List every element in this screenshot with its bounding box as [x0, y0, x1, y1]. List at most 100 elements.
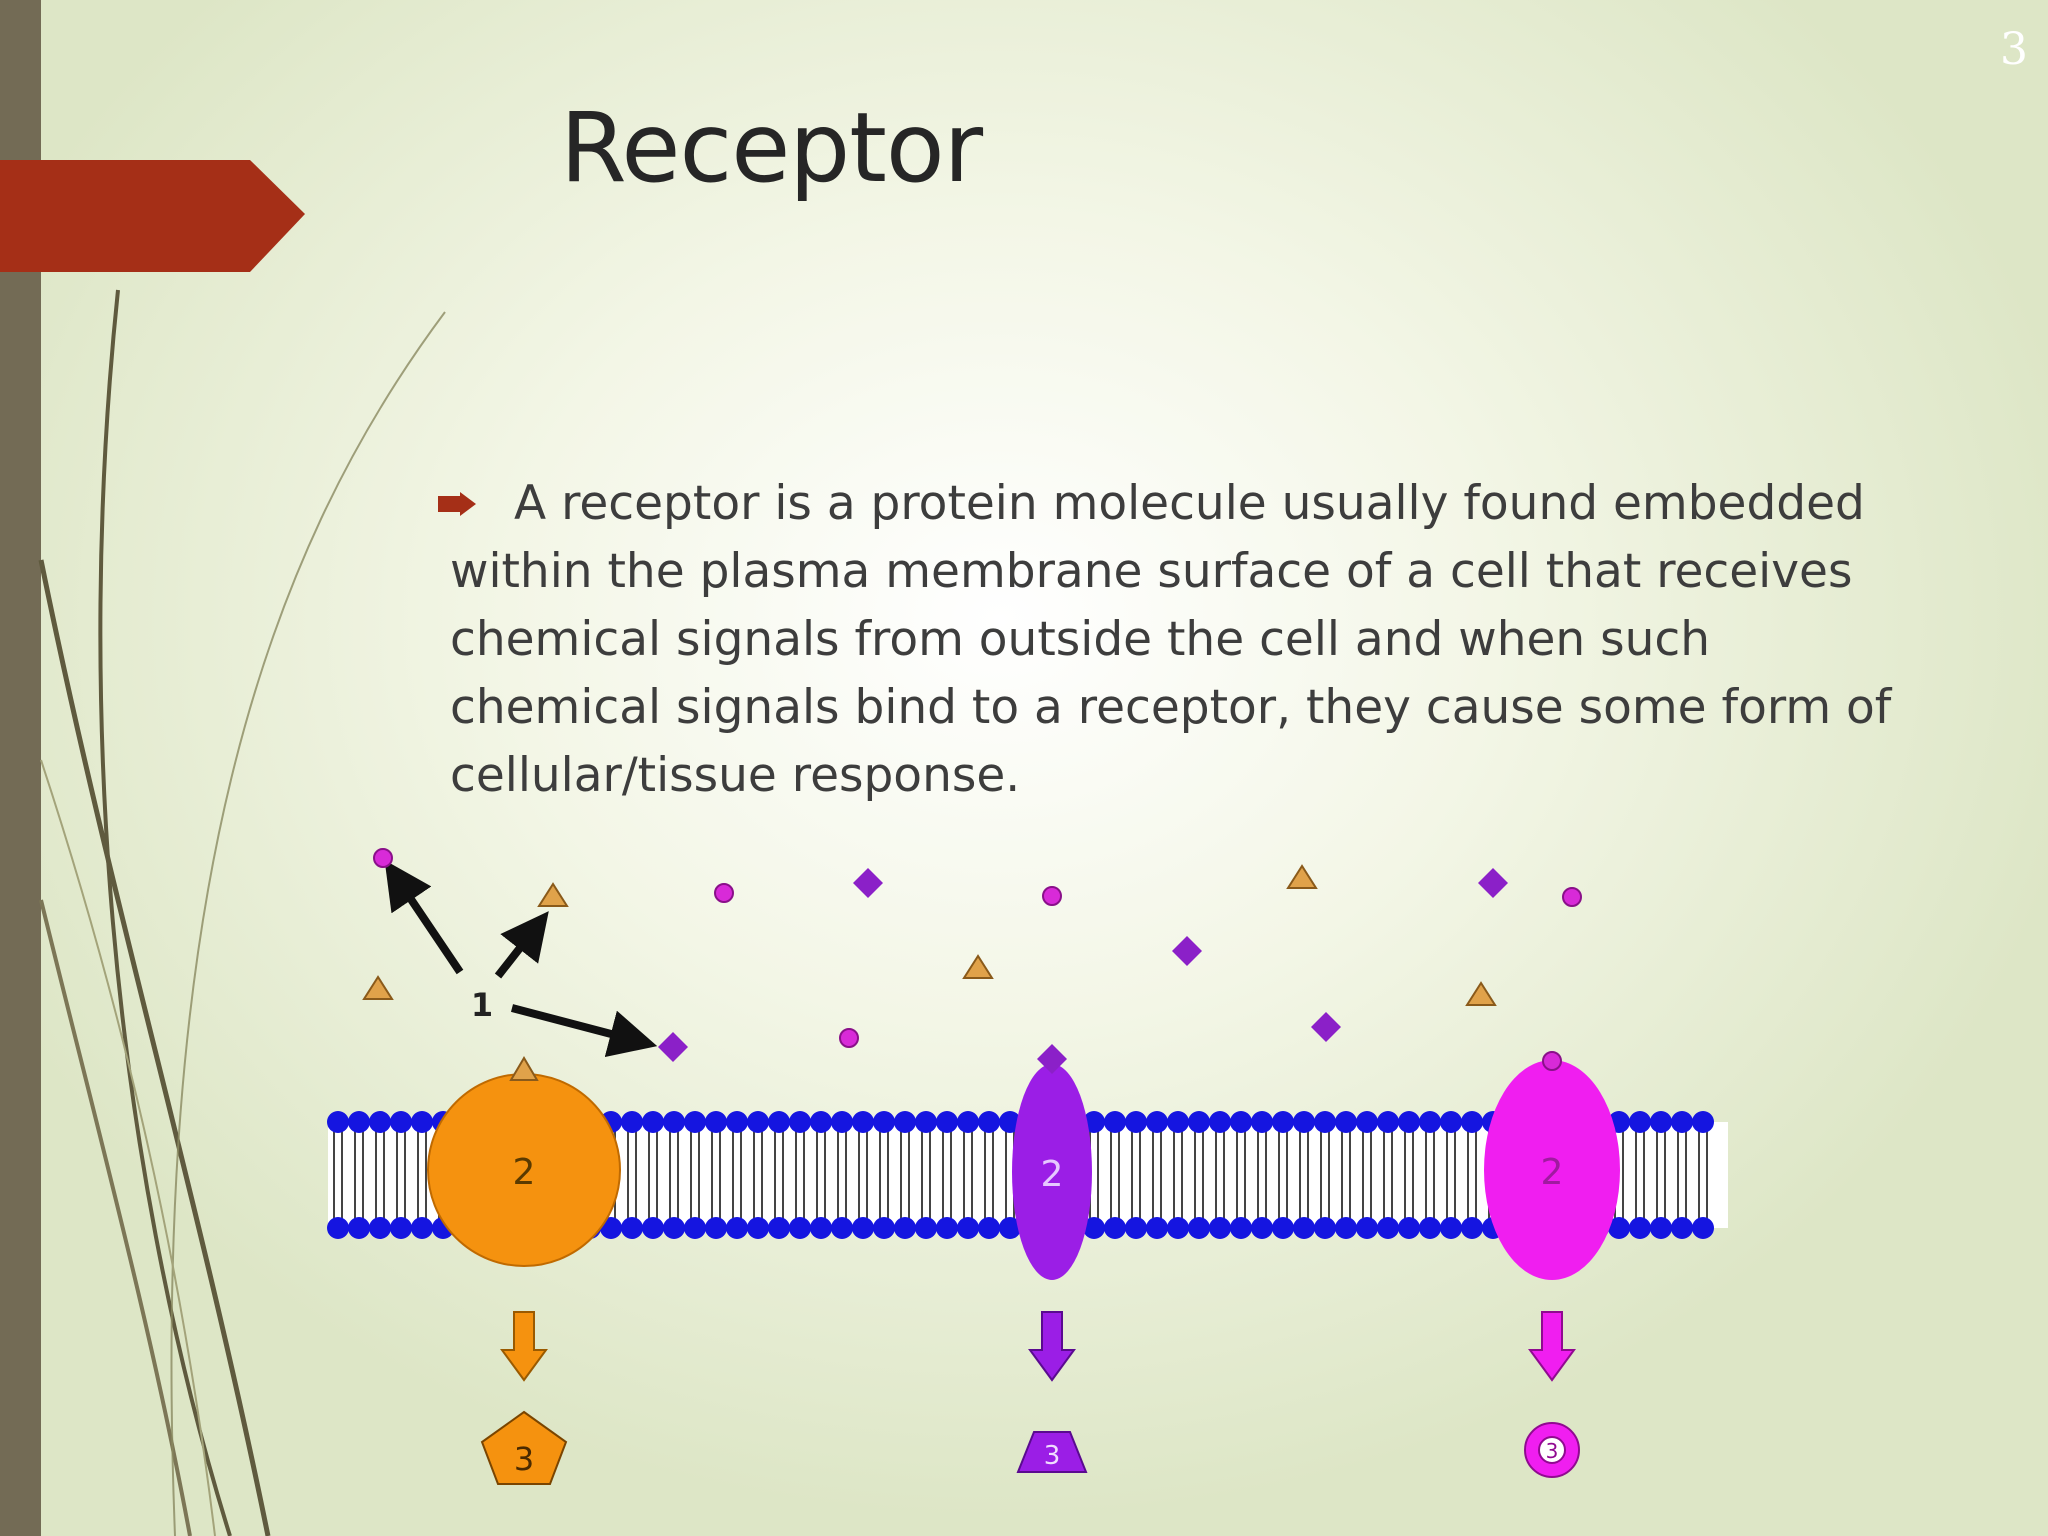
lipid-head — [1209, 1217, 1231, 1239]
lipid-head — [1272, 1217, 1294, 1239]
lipid-head — [327, 1217, 349, 1239]
lipid-head — [1440, 1111, 1462, 1133]
lipid-head — [999, 1111, 1021, 1133]
lipid-head — [348, 1217, 370, 1239]
lipid-head — [789, 1217, 811, 1239]
signal-source: 1 — [384, 860, 658, 1058]
lipid-head — [621, 1217, 643, 1239]
lipid-head — [1692, 1217, 1714, 1239]
lipid-head — [1377, 1217, 1399, 1239]
receptor-3: 2 — [1484, 1051, 1620, 1280]
lipid-head — [1146, 1217, 1168, 1239]
response-3-label: 3 — [1546, 1439, 1559, 1463]
lipid-head — [1650, 1217, 1672, 1239]
lipid-head — [957, 1217, 979, 1239]
lipid-head — [1440, 1217, 1462, 1239]
lipid-head — [1167, 1217, 1189, 1239]
lipid-head — [1293, 1217, 1315, 1239]
slide-title: Receptor — [560, 92, 983, 204]
signal-label: 1 — [471, 986, 493, 1024]
lipid-head — [1188, 1217, 1210, 1239]
lipid-head — [1335, 1111, 1357, 1133]
lipid-head — [684, 1111, 706, 1133]
lipid-head — [663, 1217, 685, 1239]
lipid-head — [1083, 1111, 1105, 1133]
lipid-head — [1314, 1217, 1336, 1239]
down-arrow-purple — [1028, 1311, 1076, 1382]
lipid-head — [1209, 1111, 1231, 1133]
lipid-head — [1314, 1111, 1336, 1133]
triangle-ligand — [962, 954, 994, 979]
bullet-paragraph: A receptor is a protein molecule usually… — [438, 470, 1910, 810]
lipid-head — [852, 1111, 874, 1133]
free-ligands — [362, 848, 1582, 1062]
membrane-heads-bottom — [327, 1217, 1714, 1239]
response-3: 3 — [1524, 1422, 1580, 1478]
lipid-head — [1146, 1111, 1168, 1133]
lipid-head — [789, 1111, 811, 1133]
bound-circle-ligand — [1542, 1051, 1562, 1071]
lipid-head — [348, 1111, 370, 1133]
triangle-ligand — [1465, 981, 1497, 1006]
lipid-head — [978, 1111, 1000, 1133]
lipid-head — [999, 1217, 1021, 1239]
diamond-ligand — [1478, 868, 1508, 898]
lipid-head — [1293, 1111, 1315, 1133]
arrow-to-triangle — [494, 911, 549, 979]
lipid-head — [705, 1111, 727, 1133]
lipid-head — [1692, 1111, 1714, 1133]
lipid-head — [726, 1217, 748, 1239]
lipid-head — [642, 1111, 664, 1133]
lipid-head — [1419, 1111, 1441, 1133]
lipid-head — [327, 1111, 349, 1133]
lipid-head — [747, 1111, 769, 1133]
triangle-ligand — [1286, 864, 1318, 889]
lipid-head — [768, 1111, 790, 1133]
triangle-ligand — [362, 975, 394, 1000]
diamond-ligand — [658, 1032, 688, 1062]
circle-ligand — [839, 1028, 859, 1048]
diamond-ligand — [1172, 936, 1202, 966]
lipid-head — [936, 1217, 958, 1239]
lipid-head — [411, 1217, 433, 1239]
deco-line-4 — [170, 311, 446, 1536]
lipid-head — [1608, 1217, 1630, 1239]
triangle-ligand — [537, 882, 569, 907]
deco-line-5 — [40, 759, 216, 1536]
lipid-head — [369, 1111, 391, 1133]
lipid-head — [1629, 1111, 1651, 1133]
lipid-head — [1419, 1217, 1441, 1239]
lipid-head — [1251, 1111, 1273, 1133]
lipid-head — [663, 1111, 685, 1133]
lipid-head — [1335, 1217, 1357, 1239]
lipid-head — [390, 1111, 412, 1133]
receptor-1: 2 — [427, 1056, 621, 1267]
bound-triangle-ligand — [509, 1056, 539, 1081]
arrow-to-circle — [384, 860, 464, 975]
circle-ligand — [1042, 886, 1062, 906]
page-number: 3 — [2000, 24, 2028, 75]
lipid-head — [1650, 1111, 1672, 1133]
lipid-head — [705, 1217, 727, 1239]
lipid-head — [852, 1217, 874, 1239]
down-arrow-orange — [500, 1311, 548, 1382]
lipid-head — [1629, 1217, 1651, 1239]
lipid-head — [1671, 1217, 1693, 1239]
diamond-ligand — [1311, 1012, 1341, 1042]
lipid-head — [1398, 1217, 1420, 1239]
lipid-head — [1461, 1217, 1483, 1239]
lipid-head — [894, 1217, 916, 1239]
lipid-head — [1356, 1217, 1378, 1239]
down-arrow-magenta — [1528, 1311, 1576, 1382]
lipid-head — [1671, 1111, 1693, 1133]
receptor-3-label: 2 — [1541, 1152, 1564, 1193]
deco-line-2 — [38, 559, 271, 1536]
lipid-head — [831, 1111, 853, 1133]
arrow-to-diamond — [510, 1004, 658, 1058]
lipid-head — [1104, 1217, 1126, 1239]
diamond-ligand — [853, 868, 883, 898]
response-2-label: 3 — [1044, 1441, 1061, 1471]
